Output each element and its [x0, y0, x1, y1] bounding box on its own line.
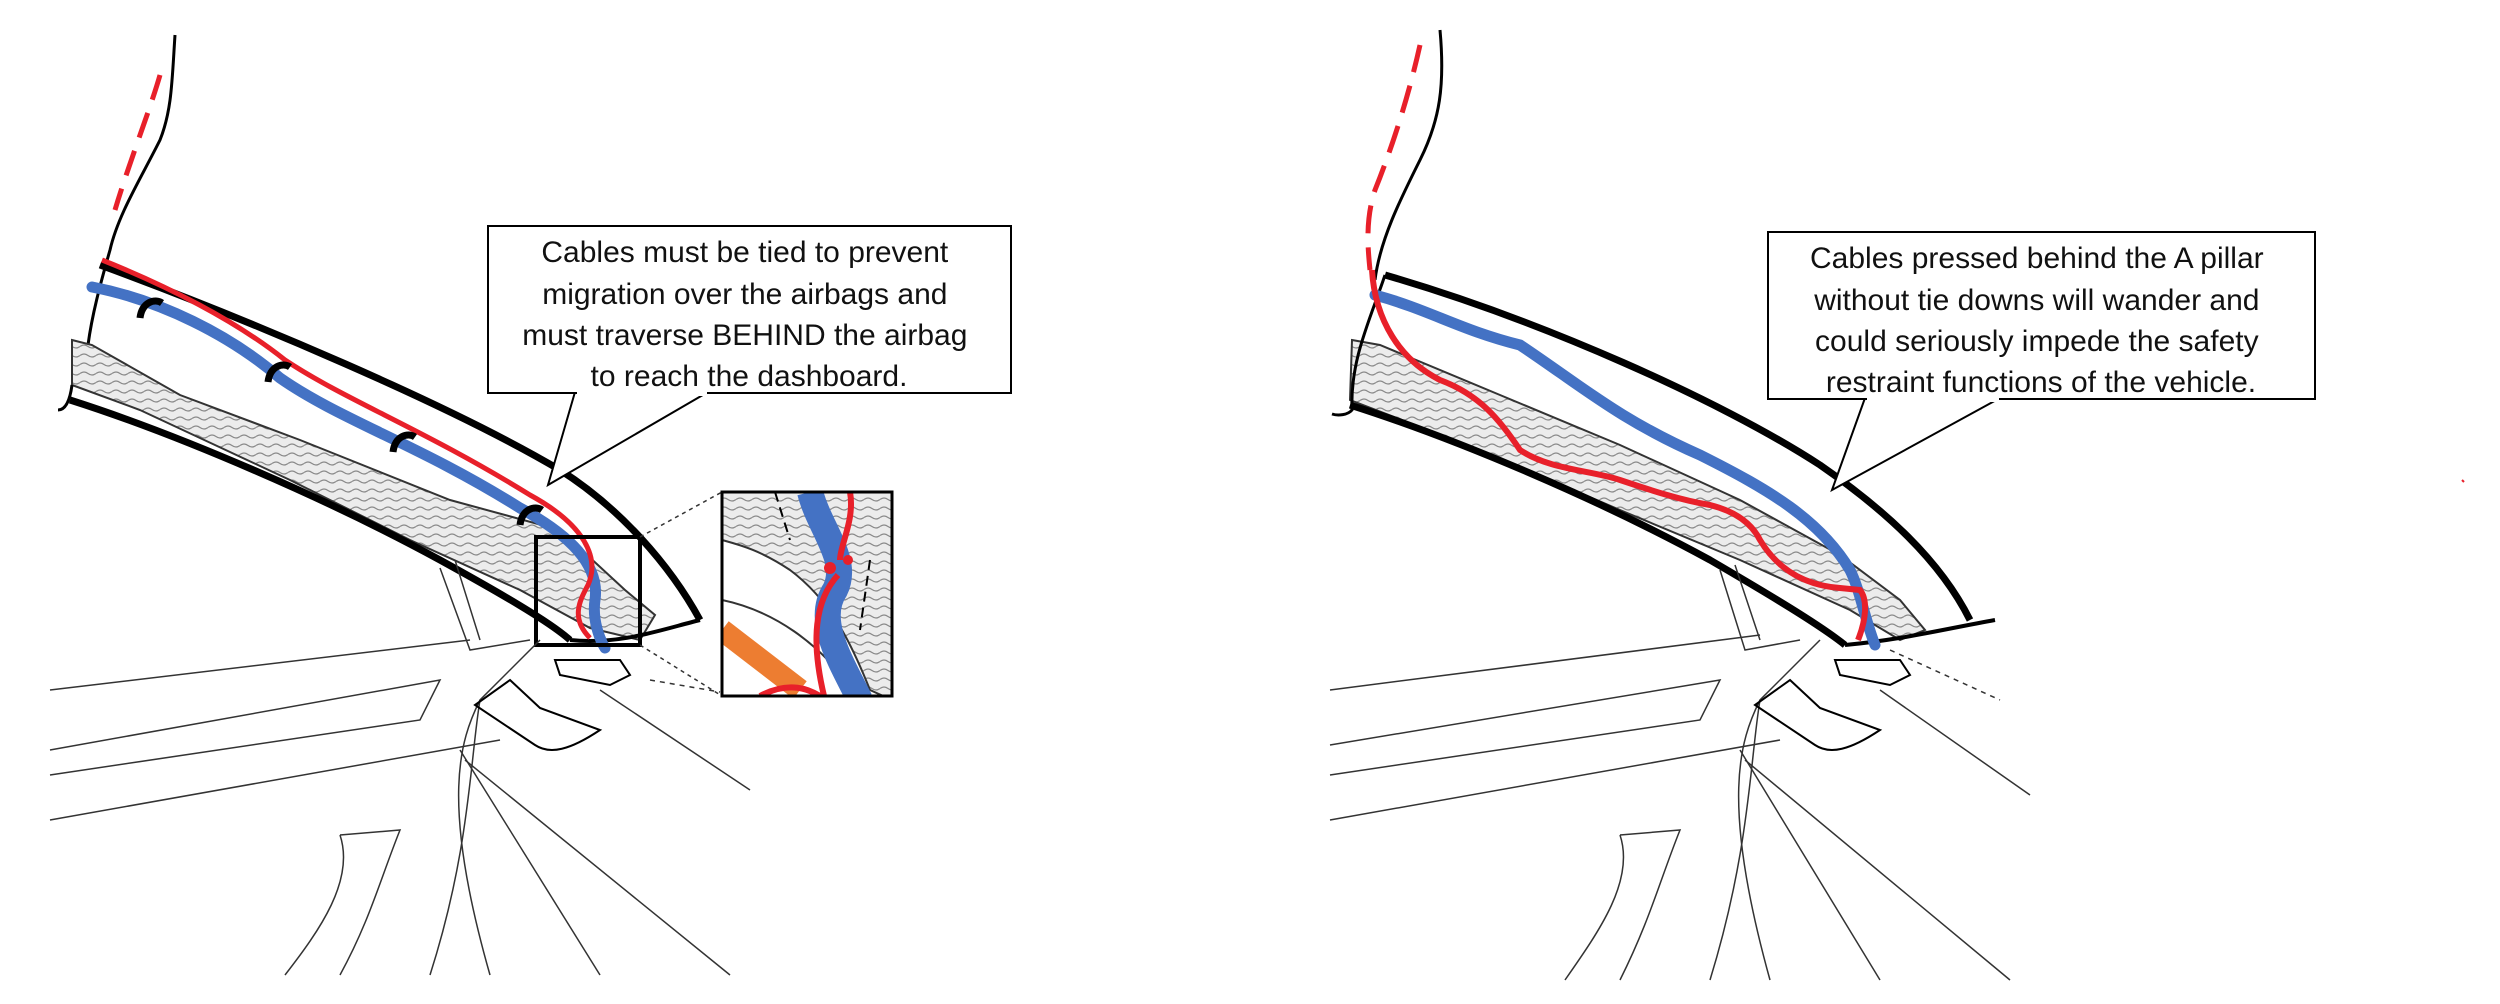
- red-cable-tied: [101, 257, 595, 640]
- a-pillar-upper-line: [98, 261, 704, 622]
- callout-line: to reach the dashboard.: [591, 360, 908, 393]
- stray-red-mark: [2461, 479, 2465, 483]
- inset-pillar-dashed-edge: [774, 492, 791, 541]
- magnifier-guide-line: [639, 644, 723, 697]
- dashboard-line: [599, 689, 751, 791]
- callout-line: must traverse BEHIND the airbag: [522, 319, 967, 352]
- pillar-left-edge: [1331, 274, 1387, 417]
- left-panel: Cables must be tied to prevent migration…: [49, 34, 1012, 976]
- red-cable-dashed-header: [112, 74, 163, 211]
- dashboard-line: [1719, 569, 1801, 651]
- dashboard-line: [1889, 649, 2001, 701]
- callout-line: restraint functions of the vehicle.: [1826, 366, 2256, 399]
- windshield-edge-line: [86, 34, 177, 346]
- dashboard-line: [439, 567, 531, 651]
- windshield-edge-line: [1373, 29, 1444, 281]
- inset-red-dot: [843, 555, 853, 565]
- zoom-inset-frame: [720, 490, 894, 698]
- dashboard-line: [1329, 739, 1781, 821]
- tie-down-clip: [389, 431, 418, 453]
- dashboard-line: [49, 678, 442, 776]
- dashboard-line: [429, 699, 481, 976]
- red-cable-wandering: [1369, 269, 1868, 642]
- tie-down-clip: [264, 361, 293, 383]
- inset-red-dot: [824, 562, 836, 574]
- vent-outline: [473, 678, 603, 751]
- blue-cable: [86, 281, 611, 654]
- callout-pointer: [546, 391, 709, 488]
- dashboard-line: [1329, 634, 1761, 691]
- vent-outline: [1753, 678, 1883, 751]
- tie-down-clip: [136, 297, 165, 319]
- inset-blue-cable: [797, 492, 872, 696]
- right-panel: Cables pressed behind the A pillar witho…: [1329, 29, 2465, 981]
- callout-line: without tie downs will wander and: [1813, 284, 2259, 317]
- callout-line: migration over the airbags and: [542, 278, 947, 311]
- zoom-inset: [720, 490, 894, 698]
- pillar-base-line: [1844, 618, 1996, 647]
- callout-line: Cables pressed behind the A pillar: [1810, 242, 2264, 275]
- dashboard-line: [49, 639, 471, 691]
- a-pillar-lower-line: [68, 396, 573, 643]
- inset-pillar-dashed-edge: [859, 559, 871, 631]
- dashboard-line: [1564, 834, 1625, 981]
- dashboard-line: [1709, 699, 1761, 981]
- airbag-region: [71, 338, 657, 642]
- inset-orange-part: [722, 621, 807, 696]
- dashboard-line: [454, 559, 481, 641]
- dashboard-line: [1737, 639, 1821, 981]
- dashboard-line: [1734, 564, 1761, 641]
- callout-box: [1767, 231, 2316, 400]
- red-cable-dashed-header: [1365, 44, 1423, 271]
- dashboard-line: [464, 759, 731, 976]
- callout-pointer: [1830, 397, 2001, 493]
- dashboard-line: [339, 829, 402, 976]
- blue-cable: [1369, 289, 1881, 651]
- dashboard-line: [649, 679, 721, 693]
- a-pillar-lower-line: [1348, 401, 1848, 648]
- inset-red-cable: [837, 492, 854, 561]
- dashboard-line: [459, 749, 601, 976]
- dashboard-line: [284, 834, 345, 976]
- dashboard-line: [1879, 689, 2031, 796]
- callout-text: Cables pressed behind the A pillar witho…: [1810, 242, 2272, 399]
- tie-down-clip: [516, 504, 545, 526]
- mirror-mount-outline: [553, 659, 632, 687]
- inset-red-cable: [813, 572, 841, 696]
- mirror-mount-outline: [1833, 659, 1912, 687]
- dashboard-outline: [49, 559, 751, 976]
- callout-line: Cables must be tied to prevent: [541, 236, 949, 269]
- dashboard-outline: [1329, 564, 2031, 981]
- dashboard-line: [1329, 679, 1722, 776]
- inset-red-cable-lower: [758, 684, 822, 696]
- callout-box: [487, 225, 1012, 394]
- dashboard-line: [49, 739, 501, 821]
- pillar-hook: [57, 384, 74, 412]
- callout-line: could seriously impede the safety: [1815, 325, 2259, 358]
- dashboard-line: [1739, 749, 1881, 981]
- magnifier-guide-line: [639, 491, 723, 538]
- a-pillar-upper-line: [1384, 271, 1974, 622]
- callout-text: Cables must be tied to prevent migration…: [522, 236, 976, 393]
- dashboard-line: [457, 639, 541, 976]
- magnifier-source-box: [534, 535, 642, 647]
- dashboard-line: [1619, 829, 1682, 981]
- tie-downs: [136, 297, 545, 526]
- dashboard-line: [1744, 759, 2011, 981]
- inset-airbag-region: [722, 492, 892, 696]
